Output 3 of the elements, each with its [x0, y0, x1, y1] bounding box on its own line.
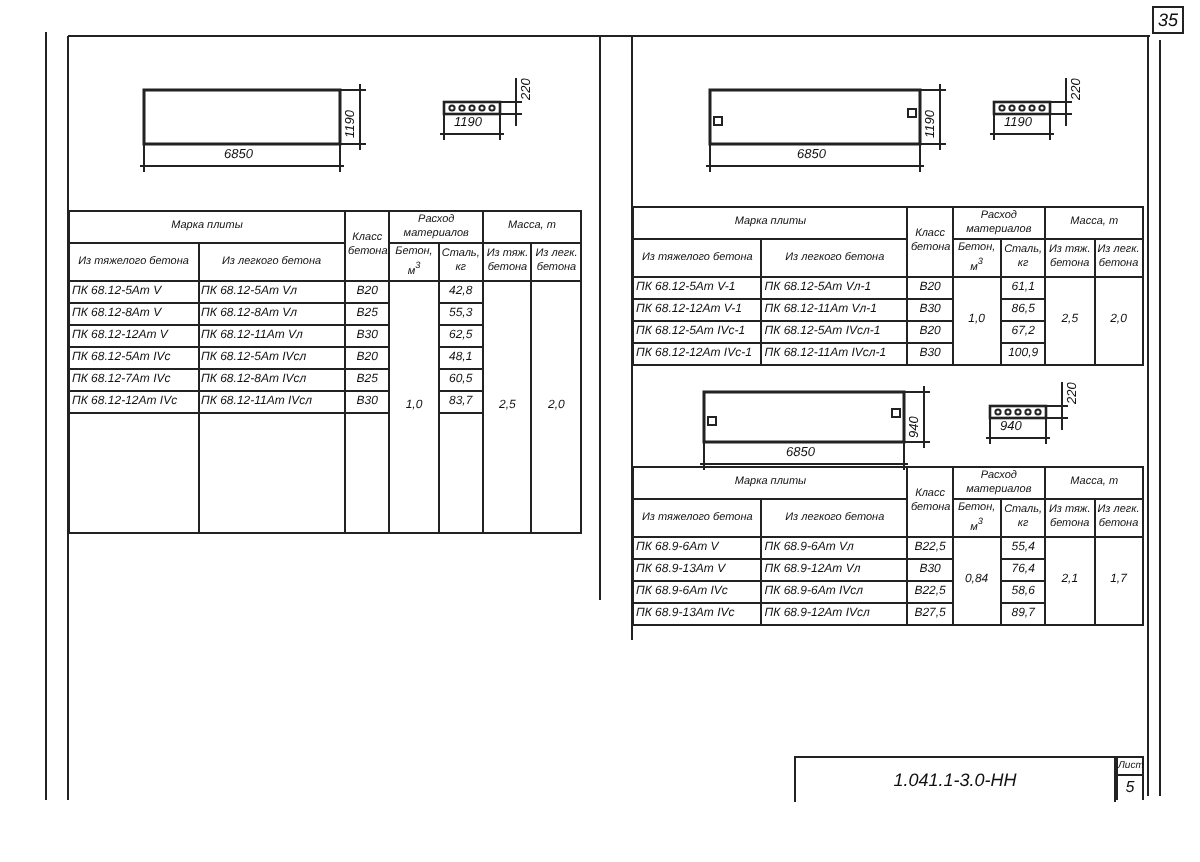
title-block-cell: 1.041.1-3.0-НН — [794, 756, 1116, 802]
page-number: 35 — [1152, 6, 1185, 34]
sheet-number: 5 — [1116, 774, 1144, 800]
